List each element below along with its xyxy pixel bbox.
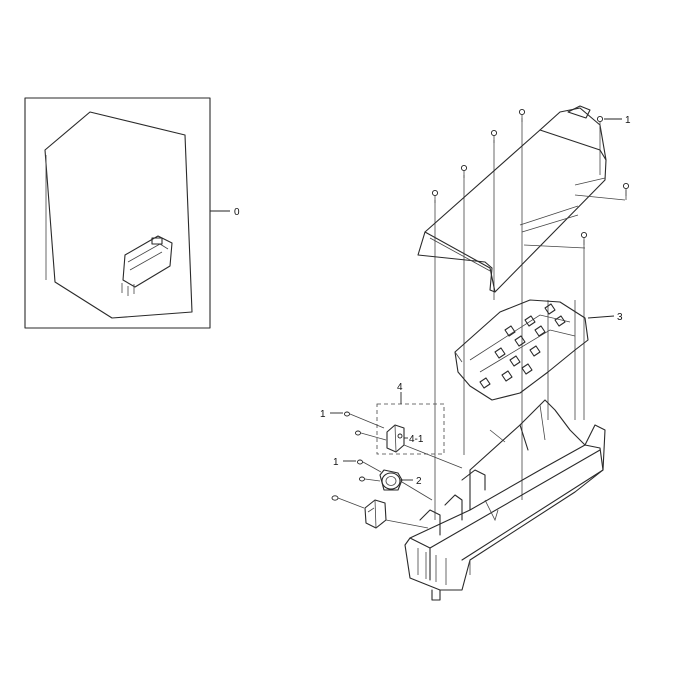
kit-guide-line bbox=[403, 444, 463, 469]
screws-top bbox=[431, 108, 630, 245]
screw-icon bbox=[359, 476, 381, 482]
overview-panel bbox=[24, 97, 211, 329]
leader-heater-plate bbox=[587, 315, 615, 319]
callout-screw-kit: 1 bbox=[320, 409, 326, 420]
screw-icon bbox=[580, 231, 588, 245]
callout-overview: 0 bbox=[234, 207, 240, 218]
fuse-bracket-icon bbox=[386, 424, 405, 453]
callout-screw-thermostat: 1 bbox=[333, 457, 339, 468]
screw-icon bbox=[431, 189, 439, 203]
screw-icon bbox=[331, 495, 365, 509]
callout-heater-plate: 3 bbox=[617, 312, 623, 323]
screw-icon bbox=[622, 182, 630, 196]
screw-icon bbox=[357, 459, 382, 473]
screw-icon bbox=[596, 115, 604, 129]
heater-housing bbox=[404, 399, 606, 601]
callout-screw-top: 1 bbox=[625, 115, 631, 126]
screw-icon bbox=[344, 411, 385, 429]
thermostat-guide-line bbox=[401, 481, 433, 501]
thermostat-icon bbox=[379, 469, 403, 491]
screw-icon bbox=[518, 108, 526, 122]
screw-icon bbox=[460, 164, 468, 178]
heater-plate bbox=[454, 299, 589, 401]
screw-icon bbox=[490, 129, 498, 143]
fuse-icon bbox=[364, 499, 387, 529]
callout-kit: 4 bbox=[397, 382, 403, 393]
overview-heater-icon bbox=[121, 235, 173, 296]
fuse-guide-line bbox=[385, 519, 429, 529]
heater-duct-cover bbox=[417, 105, 626, 293]
screw-icon bbox=[355, 430, 387, 441]
kit-dashed-box bbox=[376, 403, 445, 455]
callout-kit-part: 4-1 bbox=[409, 434, 424, 445]
terminal-icons bbox=[479, 303, 566, 389]
assembly-guides bbox=[434, 118, 627, 520]
callout-thermostat: 2 bbox=[416, 476, 422, 487]
kit-group: 4 4-1 bbox=[344, 382, 445, 455]
